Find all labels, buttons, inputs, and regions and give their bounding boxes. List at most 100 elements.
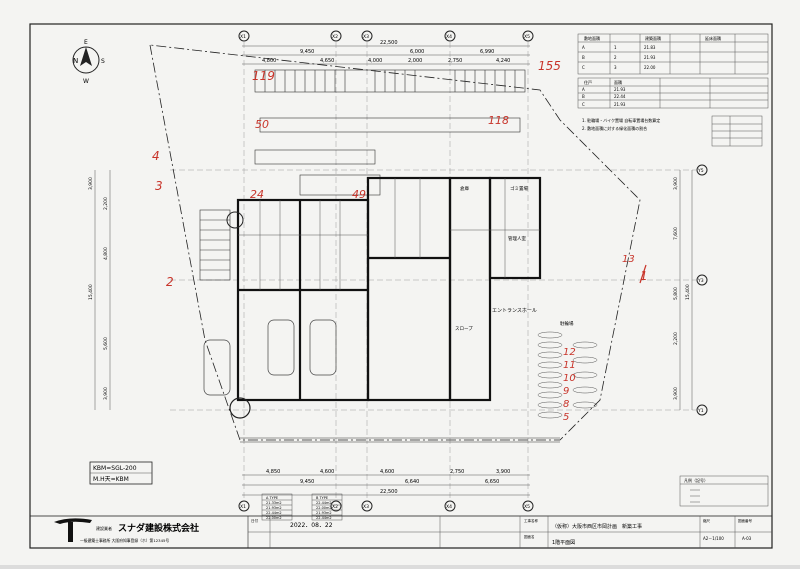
summary-1-cell-a1: 1	[614, 45, 617, 50]
grid-row-markers	[696, 164, 708, 416]
grid-row-y5: Y5	[697, 168, 704, 174]
left-dim-2: 2,200	[103, 197, 109, 210]
left-dim-5: 5,600	[103, 337, 109, 350]
right-dim-5: 3,900	[673, 387, 679, 400]
bottom-dim-span-2: 6,640	[405, 479, 419, 485]
tree-symbols	[226, 211, 251, 419]
compass-mark-e: E	[84, 39, 88, 46]
area-table-b-r3: 21.93m2	[316, 511, 332, 515]
bottom-dim-overall: 22,500	[380, 489, 398, 495]
handwritten-2: 2	[166, 275, 174, 289]
building-walls	[236, 176, 542, 402]
handwritten-12: 12	[563, 347, 576, 358]
top-dim-overall: 22,500	[380, 40, 398, 46]
top-dim-sub-1: 4,800	[262, 58, 276, 64]
drawing-number-label: 図面番号	[738, 518, 752, 523]
note-2: 2. 敷地面積に対する緑化面積の割合	[582, 125, 647, 131]
summary-1-cell-a2: 21.83	[644, 45, 656, 50]
bottom-dim-span-1: 9,450	[300, 479, 314, 485]
summary-1-cell-c1: 3	[614, 65, 617, 70]
site-boundary	[149, 44, 641, 441]
handwritten-50: 50	[255, 118, 269, 131]
left-dim-6: 3,900	[103, 387, 109, 400]
stair-hatching	[199, 209, 231, 281]
area-table-b-r2: 22.00m2	[316, 506, 332, 510]
title-block	[29, 515, 773, 549]
handwritten-118: 118	[488, 114, 509, 127]
bottom-site-edge	[240, 437, 560, 443]
grid-row-y3: Y3	[697, 278, 704, 284]
top-dim-sub-6: 4,240	[496, 58, 510, 64]
handwritten-annotations: 119 155 50 118 4 3 24 49 2 13 12 11 10 9…	[152, 59, 648, 423]
left-dim-1: 3,900	[88, 177, 94, 190]
area-table-a-r3: 22.44m2	[266, 511, 282, 515]
summary-2-cell-b1: 22.44	[614, 94, 626, 99]
sheet-border	[29, 23, 773, 549]
top-dim-sub-3: 4,000	[368, 58, 382, 64]
bench-mark-2: M.H天=KBM	[93, 476, 129, 483]
handwritten-119: 119	[252, 69, 275, 83]
summary-1-header-3: 延床面積	[705, 35, 721, 41]
room-slope: スロープ	[455, 326, 473, 332]
top-dim-span-1: 9,450	[300, 49, 314, 55]
bottom-dim-sub-1: 4,850	[266, 469, 280, 475]
company-name: スナダ建設株式会社	[118, 522, 199, 534]
handwritten-155: 155	[538, 59, 561, 73]
grid-col-x5: X5	[524, 34, 530, 40]
handwritten-9: 9	[563, 386, 569, 397]
top-dim-span-2: 6,000	[410, 49, 424, 55]
legend-title: 凡例（記号）	[684, 477, 708, 483]
top-parking-bays	[254, 69, 526, 93]
note-1: 1. 駐輪場・バイク置場 自転車置場台数算定	[582, 117, 660, 123]
summary-2-cell-c1: 21.93	[614, 102, 626, 107]
grid-column-markers-bottom	[238, 500, 534, 512]
bottom-dim-sub-3: 4,600	[380, 469, 394, 475]
grid-col-x4: X4	[446, 34, 452, 40]
north-arrow-icon	[72, 46, 100, 74]
summary-2-cell-a1: 21.93	[614, 87, 626, 92]
date-value: 2022．08．22	[290, 522, 333, 529]
area-table-b-r1: 22.44m2	[316, 501, 332, 505]
right-dim-3: 5,800	[673, 287, 679, 300]
top-dim-sub-2: 4,650	[320, 58, 334, 64]
summary-1-cell-c: C	[582, 65, 585, 70]
right-dimension-lines	[679, 170, 693, 410]
summary-1-cell-b: B	[582, 55, 585, 60]
summary-1-header-1: 敷地面積	[584, 35, 600, 41]
right-dim-1: 3,900	[673, 177, 679, 190]
right-dim-2: 7,600	[673, 227, 679, 240]
area-table-b-title: B TYPE	[316, 496, 328, 500]
grid-col-x5-bottom: X5	[524, 504, 530, 510]
left-dimension-lines	[94, 170, 111, 410]
handwritten-49: 49	[352, 188, 366, 201]
bottom-dim-sub-5: 3,900	[496, 469, 510, 475]
handwritten-4: 4	[152, 149, 160, 163]
area-table-a-r1: 21.33m2	[266, 501, 282, 505]
room-storage: 倉庫	[460, 185, 469, 192]
bicycle-parking-row	[254, 117, 521, 196]
scale-label: 縮尺	[703, 518, 711, 523]
compass-mark-s: S	[101, 58, 105, 65]
area-table-a-r2: 21.93m2	[266, 506, 282, 510]
drawing-number: A-03	[742, 536, 752, 541]
right-dim-6: 15,400	[685, 284, 691, 300]
summary-2-cell-a: A	[582, 87, 585, 92]
summary-1-cell-b2: 21.93	[644, 55, 656, 60]
garage-cars	[203, 319, 337, 396]
top-dimension-lines	[242, 45, 530, 65]
grid-axis-lines	[170, 42, 698, 500]
summary-1-cell-b1: 2	[614, 55, 617, 60]
top-dim-sub-5: 2,750	[448, 58, 462, 64]
drawing-name-label: 図面名	[524, 534, 535, 539]
scale-value: A2－1/100	[703, 536, 724, 541]
handwritten-24: 24	[250, 188, 264, 201]
room-entrance-hall: エントランスホール	[492, 308, 537, 314]
grid-col-x2-bottom: X2	[332, 504, 338, 510]
area-table-a-title: A TYPE	[266, 496, 278, 500]
company-logo-icon	[54, 518, 92, 542]
bottom-dim-sub-2: 4,600	[320, 469, 334, 475]
summary-2-header-1: 住戸	[584, 79, 592, 85]
bench-mark-1: KBM=SGL-200	[93, 465, 137, 472]
note-table-grid	[711, 115, 763, 147]
company-prefix: 建設業者	[96, 525, 112, 531]
